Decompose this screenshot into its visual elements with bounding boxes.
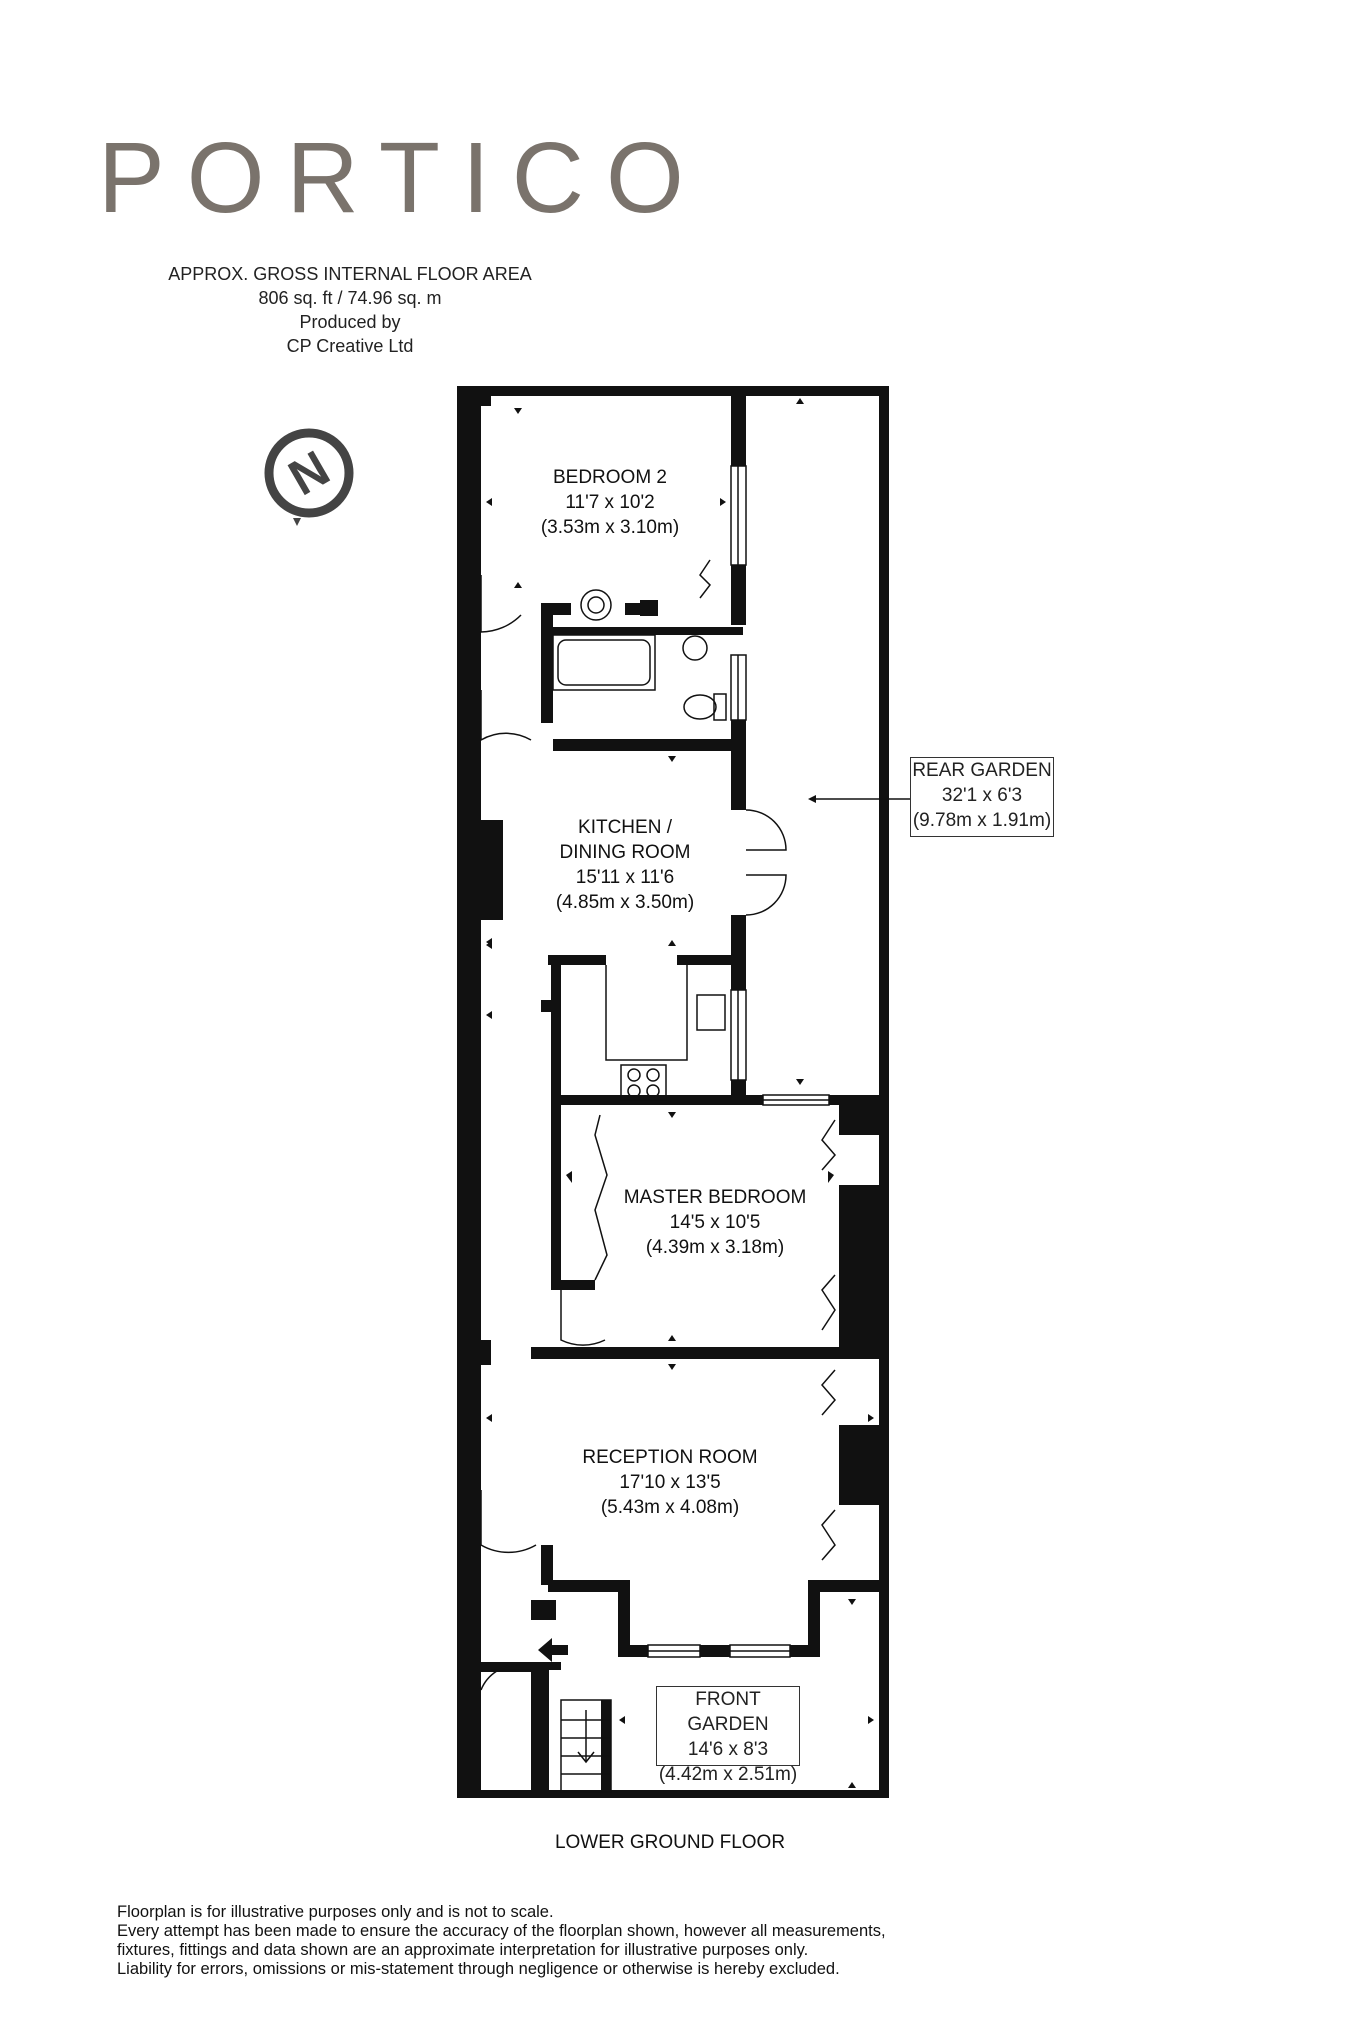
doors [480,575,787,1691]
room-reception: RECEPTION ROOM 17'10 x 13'5 (5.43m x 4.0… [565,1445,775,1520]
disclaimer-line: fixtures, fittings and data shown are an… [117,1941,809,1959]
room-size-metric: (5.43m x 4.08m) [600,1497,740,1518]
disclaimer: Floorplan is for illustrative purposes o… [117,1903,886,1979]
floor-area-info: APPROX. GROSS INTERNAL FLOOR AREA 806 sq… [130,262,570,358]
room-size-metric: (4.39m x 3.18m) [645,1237,785,1258]
cupboards [594,559,836,1561]
hob-icon [620,1064,667,1101]
disclaimer-line: Every attempt has been made to ensure th… [117,1922,886,1940]
room-master-bedroom: MASTER BEDROOM 14'5 x 10'5 (4.39m x 3.18… [610,1185,820,1260]
wash-basin-icon [580,589,612,621]
stairs [560,1699,612,1793]
exterior-walls [457,386,889,1798]
room-front-garden: FRONT GARDEN 14'6 x 8'3 (4.42m x 2.51m) [656,1686,800,1785]
room-bedroom-2: BEDROOM 2 11'7 x 10'2 (3.53m x 3.10m) [510,465,710,540]
room-name: FRONT GARDEN [687,1689,769,1735]
room-name-line-2: DINING ROOM [559,842,691,863]
room-size-imperial: 14'6 x 8'3 [687,1739,769,1760]
room-size-metric: (4.42m x 2.51m) [658,1764,798,1785]
room-name: KITCHEN / [578,817,672,838]
room-size-imperial: 17'10 x 13'5 [619,1472,721,1493]
interior-walls [481,396,880,1792]
room-name: REAR GARDEN [912,760,1052,781]
room-name: MASTER BEDROOM [623,1187,807,1208]
area-value: 806 sq. ft / 74.96 sq. m [258,288,442,308]
room-kitchen-dining: KITCHEN / DINING ROOM 15'11 x 11'6 (4.85… [535,815,715,915]
room-size-metric: (4.85m x 3.50m) [555,892,695,913]
producer-label: Produced by [299,312,401,332]
room-size-imperial: 15'11 x 11'6 [575,867,675,888]
room-size-imperial: 32'1 x 6'3 [941,785,1023,806]
bath-icon [552,634,656,691]
bathroom-fixtures [552,589,727,721]
room-size-metric: (9.78m x 1.91m) [912,810,1052,831]
area-heading: APPROX. GROSS INTERNAL FLOOR AREA [168,264,532,284]
entrance-arrow-icon [538,1638,568,1662]
room-size-metric: (3.53m x 3.10m) [540,517,680,538]
room-size-imperial: 14'5 x 10'5 [669,1212,761,1233]
disclaimer-line: Floorplan is for illustrative purposes o… [117,1903,554,1921]
toilet-icon [683,694,717,720]
garden-pointer [808,795,910,803]
floor-title: LOWER GROUND FLOOR [554,1832,786,1853]
kitchen-fixtures [605,965,726,1101]
room-name: RECEPTION ROOM [582,1447,758,1468]
kitchen-sink-icon [696,994,726,1031]
room-rear-garden: REAR GARDEN 32'1 x 6'3 (9.78m x 1.91m) [910,757,1054,837]
windows [647,465,830,1658]
disclaimer-line: Liability for errors, omissions or mis-s… [117,1960,840,1978]
dimension-markers [486,398,874,1788]
sink-icon [682,635,708,661]
room-size-imperial: 11'7 x 10'2 [565,492,655,513]
room-name: BEDROOM 2 [552,467,668,488]
compass-letter: N [279,440,338,507]
brand-logo: PORTICO [98,122,706,234]
producer-name: CP Creative Ltd [286,336,414,356]
north-compass-icon: N [264,428,354,526]
